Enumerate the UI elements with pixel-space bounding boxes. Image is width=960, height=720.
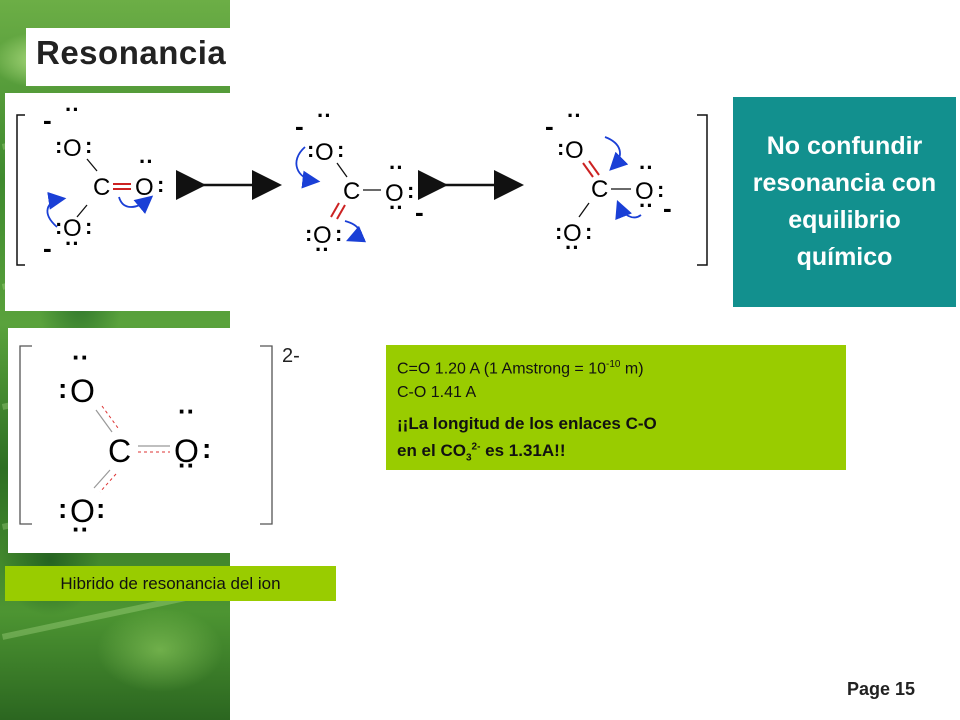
bond-length-single: C-O 1.41 A [397,384,477,401]
svg-text:··: ·· [567,103,582,128]
svg-text::: : [55,214,62,239]
atom-label: C [591,176,608,203]
svg-text::: : [96,493,105,524]
hybrid-atom-label: C [108,433,131,469]
structure-2: - ·· : O : C ·· O : ·· - : O : ·· [295,103,424,262]
svg-text::: : [335,221,342,246]
right-bracket [697,114,708,266]
hybrid-atom-label: O [70,373,95,409]
svg-text::: : [85,214,92,239]
svg-text:··: ·· [178,450,195,480]
atom-label: O [563,220,582,247]
svg-text::: : [202,433,211,464]
hybrid-caption: Hibrido de resonancia del ion [5,566,336,601]
hybrid-charge: 2- [282,345,300,367]
bond-length-double: C=O 1.20 A (1 Amstrong = 10-10 m) [397,359,644,378]
atom-label: O [313,222,332,249]
atom-label: O [315,139,334,166]
atom-label: O [635,178,654,205]
svg-text:··: ·· [65,231,80,256]
hybrid-left-bracket [19,345,32,525]
structure-3: - ·· : O C ·· O : ·· - : O : ·· [545,103,672,260]
bond-length-info-box: C=O 1.20 A (1 Amstrong = 10-10 m) C-O 1.… [386,345,846,470]
slide-title: Resonancia [36,34,227,71]
title-box [26,28,248,86]
atom-label: O [135,174,154,201]
svg-text:··: ·· [72,342,89,372]
hybrid-right-bracket [260,345,273,525]
atom-label: O [63,215,82,242]
svg-text:··: ·· [315,237,330,262]
charge-label: - [43,105,52,135]
svg-text::: : [58,373,67,404]
svg-text:··: ·· [139,149,154,174]
structure-1: - ·· : O : C ·· O : : O : ·· - [43,97,164,263]
charge-label: - [545,111,554,141]
warning-note-box: No confundir resonancia con equilibrio q… [733,97,956,307]
svg-text::: : [305,221,312,246]
charge-label: - [415,197,424,227]
svg-text:··: ·· [72,514,89,544]
hybrid-atom-label: O [174,433,199,469]
svg-text::: : [407,178,414,203]
resonance-structures-panel: - ·· : O : C ·· O : : O : ·· - - ·· [5,93,730,311]
charge-label: - [43,233,52,263]
svg-text:··: ·· [178,396,195,426]
svg-text::: : [337,137,344,162]
svg-text::: : [555,219,562,244]
svg-text::: : [157,172,164,197]
svg-text::: : [585,219,592,244]
svg-text::: : [55,133,62,158]
svg-text:··: ·· [389,155,404,180]
resonance-structures-diagram: - ·· : O : C ·· O : : O : ·· - - ·· [16,97,708,266]
svg-text:··: ·· [317,103,332,128]
warning-note-text: No confundir resonancia con equilibrio q… [752,132,937,271]
atom-label: O [63,135,82,162]
atom-label: C [343,178,360,205]
bond-length-conclusion-2: en el CO32- es 1.31A!! [397,441,566,464]
page-number: Page 15 [847,679,916,699]
svg-text:··: ·· [389,195,404,220]
hybrid-atom-label: O [70,493,95,529]
bond-length-conclusion-1: ¡¡La longitud de los enlaces C-O [397,414,657,433]
resonance-hybrid-diagram: 2- ·· : O C ·· O : ·· : O : ·· [19,342,300,544]
svg-text::: : [307,137,314,162]
svg-text::: : [657,177,664,202]
charge-label: - [295,111,304,141]
charge-label: - [663,193,672,223]
svg-text::: : [85,133,92,158]
atom-label: O [565,137,584,164]
svg-text:··: ·· [639,193,654,218]
left-bracket [16,114,25,266]
resonance-hybrid-panel: 2- ·· : O C ·· O : ·· : O : ·· [8,328,338,553]
svg-text:··: ·· [65,97,80,122]
svg-text::: : [557,135,564,160]
svg-text:··: ·· [565,235,580,260]
svg-text:··: ·· [639,155,654,180]
atom-label: O [385,180,404,207]
atom-label: C [93,174,110,201]
svg-text::: : [58,493,67,524]
